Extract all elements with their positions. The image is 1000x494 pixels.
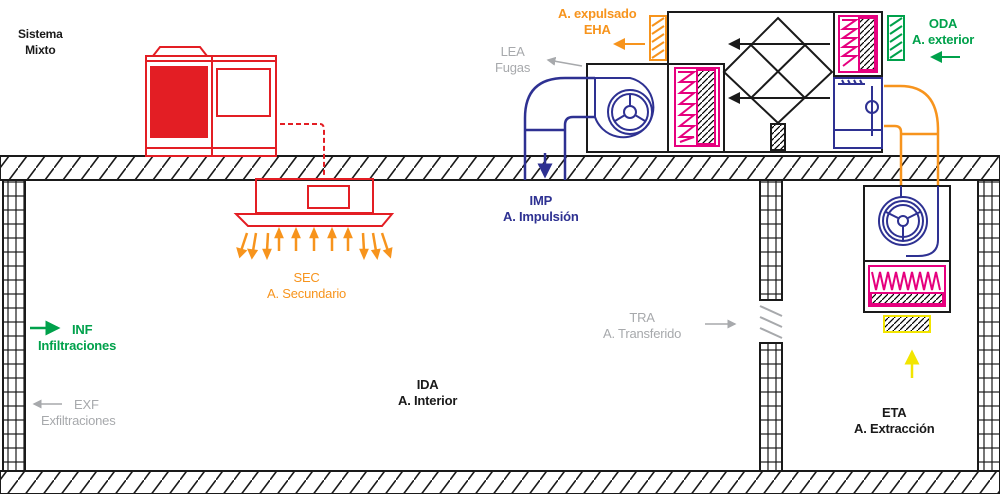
- outdoor-condensing-unit: [145, 46, 325, 176]
- extract-fan: [878, 186, 939, 257]
- partition-wall-lower: [759, 342, 783, 472]
- label-tra-line1: TRA: [629, 310, 655, 325]
- label-eta: ETA A. Extracción: [854, 405, 935, 437]
- label-exf-line2: Exfiltraciones: [41, 413, 116, 428]
- cassette-indoor-unit: [233, 178, 395, 227]
- extract-coil: [868, 265, 946, 307]
- heat-recovery-exchanger: [722, 16, 834, 151]
- label-inf: INF Infiltraciones: [38, 322, 116, 354]
- cooling-coil: [838, 15, 878, 73]
- air-handling-unit: [586, 11, 883, 153]
- label-lea-line1: LEA: [500, 44, 525, 59]
- label-oda-line1: ODA: [928, 16, 958, 31]
- label-lea-line2: Fugas: [495, 60, 531, 75]
- label-inf-line2: Infiltraciones: [38, 338, 117, 353]
- extraction-unit: [863, 185, 951, 313]
- extract-duct: [884, 84, 940, 185]
- label-tra: TRA A. Transferido: [603, 310, 681, 342]
- label-ida-line2: A. Interior: [398, 393, 458, 408]
- extract-filter: [883, 315, 931, 378]
- floor-slab: [0, 470, 1000, 494]
- secondary-air-arrows: [236, 226, 393, 261]
- title-line2: Mixto: [25, 43, 56, 57]
- label-ida-line1: IDA: [416, 377, 439, 392]
- label-sec: SEC A. Secundario: [267, 270, 346, 302]
- label-sec-line2: A. Secundario: [267, 286, 347, 301]
- heating-coil: [674, 67, 720, 147]
- label-exf: EXF Exfiltraciones: [41, 397, 116, 429]
- label-lea: LEA Fugas: [495, 44, 530, 76]
- label-eha-line1: A. expulsado: [558, 6, 637, 21]
- left-wall: [2, 179, 26, 472]
- roof-slab: [0, 155, 1000, 181]
- label-exf-line1: EXF: [74, 397, 99, 412]
- diagram-title: Sistema Mixto: [18, 26, 63, 58]
- label-eta-line1: ETA: [882, 405, 907, 420]
- label-inf-line1: INF: [72, 322, 93, 337]
- supply-filter-box: [833, 77, 883, 149]
- label-oda: ODA A. exterior: [912, 16, 974, 48]
- label-tra-line2: A. Transferido: [603, 326, 682, 341]
- transfer-grille: [759, 305, 783, 339]
- label-eha-line2: EHA: [583, 22, 611, 37]
- outdoor-air-damper: [887, 15, 960, 63]
- supply-fan: [594, 77, 655, 139]
- label-ida: IDA A. Interior: [398, 377, 457, 409]
- leakage-arrow: [546, 56, 583, 67]
- label-sec-line1: SEC: [293, 270, 320, 285]
- label-eta-line2: A. Extracción: [854, 421, 935, 436]
- title-line1: Sistema: [18, 27, 63, 41]
- label-eha: A. expulsado EHA: [558, 6, 637, 38]
- partition-wall-upper: [759, 179, 783, 301]
- label-oda-line2: A. exterior: [912, 32, 975, 47]
- right-wall: [977, 179, 1000, 472]
- label-imp: IMP A. Impulsión: [503, 193, 579, 225]
- supply-duct: [523, 76, 595, 180]
- exhaust-damper: [613, 15, 667, 61]
- label-imp-line1: IMP: [529, 193, 553, 208]
- label-imp-line2: A. Impulsión: [503, 209, 579, 224]
